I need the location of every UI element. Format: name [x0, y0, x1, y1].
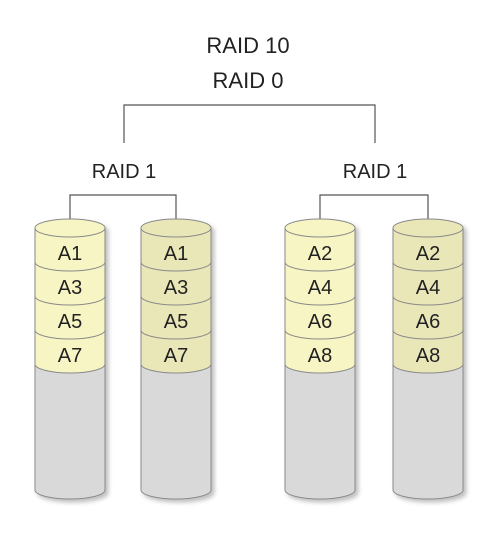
raid1-bracket-left	[69, 194, 177, 226]
disk-empty-space	[140, 363, 212, 500]
block-label: A4	[416, 277, 440, 299]
disk-block	[34, 261, 106, 306]
disk-block	[140, 295, 212, 340]
block-label: A1	[58, 243, 82, 265]
disk-block	[392, 227, 464, 272]
group-label-left: RAID 1	[92, 161, 156, 183]
block-label: A7	[58, 345, 82, 367]
block-label: A5	[164, 311, 188, 333]
raid1-bracket-right	[319, 194, 429, 226]
watermark: 头条 @热爱技术君	[390, 511, 490, 525]
block-label: A2	[416, 243, 440, 265]
disk-empty-space	[34, 363, 106, 500]
title-raid0: RAID 0	[213, 68, 284, 93]
block-label: A8	[416, 345, 440, 367]
disk-block	[34, 329, 106, 374]
block-label: A4	[308, 277, 332, 299]
disk-block	[392, 329, 464, 374]
disk-top-cap	[392, 218, 464, 238]
disk-block	[284, 227, 356, 272]
disk-empty-space	[284, 363, 356, 500]
block-label: A5	[58, 311, 82, 333]
block-label: A8	[308, 345, 332, 367]
disk-block	[140, 329, 212, 374]
block-label: A3	[58, 277, 82, 299]
block-label: A6	[308, 311, 332, 333]
block-label: A7	[164, 345, 188, 367]
disk-block	[392, 261, 464, 306]
block-label: A2	[308, 243, 332, 265]
disk-top-cap	[140, 218, 212, 238]
group-label-right: RAID 1	[343, 161, 407, 183]
disk-top-cap	[34, 218, 106, 238]
raid0-bracket	[123, 104, 376, 143]
disk-block	[140, 261, 212, 306]
disk-block	[284, 295, 356, 340]
block-label: A3	[164, 277, 188, 299]
disk-block	[34, 295, 106, 340]
block-label: A1	[164, 243, 188, 265]
block-label: A6	[416, 311, 440, 333]
disk-block	[140, 227, 212, 272]
title-raid10: RAID 10	[206, 33, 289, 58]
disk-block	[34, 227, 106, 272]
disk-block	[284, 329, 356, 374]
disk-block	[284, 261, 356, 306]
disk-block	[392, 295, 464, 340]
disk-empty-space	[392, 363, 464, 500]
disk-top-cap	[284, 218, 356, 238]
